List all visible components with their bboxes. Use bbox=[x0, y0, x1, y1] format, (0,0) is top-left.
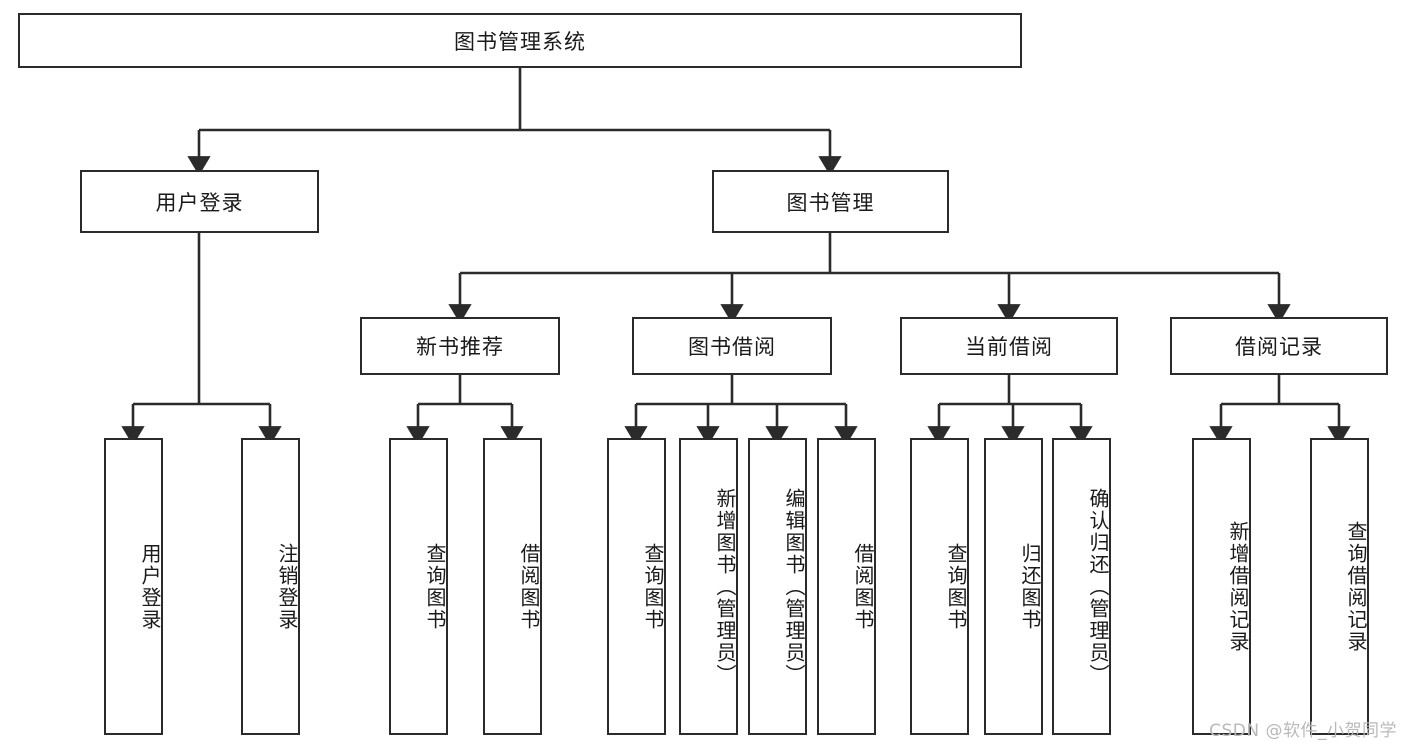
csdn-watermark: CSDN @软件_小贺同学 bbox=[1209, 721, 1397, 741]
node-leaf-borrow-book-2[interactable]: 借阅图书 bbox=[817, 438, 876, 735]
node-leaf-add-record[interactable]: 新增借阅记录 bbox=[1192, 438, 1251, 735]
node-book-borrow-label: 图书借阅 bbox=[688, 335, 776, 359]
node-current-borrow[interactable]: 当前借阅 bbox=[900, 317, 1118, 375]
node-leaf-query-book-1-label: 查询图书 bbox=[423, 542, 447, 631]
node-leaf-return-book-label: 归还图书 bbox=[1018, 542, 1042, 631]
node-leaf-query-record[interactable]: 查询借阅记录 bbox=[1310, 438, 1369, 735]
node-leaf-edit-book-label: 编辑图书（管理员） bbox=[782, 487, 806, 686]
node-user-login-label: 用户登录 bbox=[155, 190, 244, 215]
borrow-record-to-leaves-connectors bbox=[1209, 375, 1351, 446]
root-to-level1-connectors bbox=[187, 68, 842, 176]
node-current-borrow-label: 当前借阅 bbox=[965, 335, 1053, 359]
node-leaf-query-book-2-label: 查询图书 bbox=[641, 542, 665, 631]
node-leaf-user-login-label: 用户登录 bbox=[138, 542, 162, 631]
node-leaf-user-login[interactable]: 用户登录 bbox=[104, 438, 163, 735]
node-leaf-query-book-3-label: 查询图书 bbox=[944, 542, 968, 631]
node-user-login[interactable]: 用户登录 bbox=[80, 170, 319, 233]
node-book-manage-label: 图书管理 bbox=[786, 190, 875, 215]
book-borrow-to-leaves-connectors bbox=[624, 375, 858, 446]
node-root[interactable]: 图书管理系统 bbox=[18, 13, 1022, 68]
node-borrow-record[interactable]: 借阅记录 bbox=[1170, 317, 1388, 375]
node-leaf-query-book-2[interactable]: 查询图书 bbox=[607, 438, 666, 735]
node-leaf-borrow-book-1[interactable]: 借阅图书 bbox=[483, 438, 542, 735]
node-leaf-user-logout-label: 注销登录 bbox=[275, 542, 299, 631]
node-leaf-confirm-return[interactable]: 确认归还（管理员） bbox=[1052, 438, 1111, 735]
node-new-book-recommend-label: 新书推荐 bbox=[416, 335, 504, 359]
node-leaf-edit-book[interactable]: 编辑图书（管理员） bbox=[748, 438, 807, 735]
node-leaf-add-book[interactable]: 新增图书（管理员） bbox=[679, 438, 738, 735]
node-leaf-query-book-3[interactable]: 查询图书 bbox=[910, 438, 969, 735]
node-leaf-borrow-book-2-label: 借阅图书 bbox=[851, 542, 875, 631]
node-leaf-add-book-label: 新增图书（管理员） bbox=[713, 487, 737, 686]
node-leaf-return-book[interactable]: 归还图书 bbox=[984, 438, 1043, 735]
node-book-manage[interactable]: 图书管理 bbox=[712, 170, 949, 233]
node-new-book-recommend[interactable]: 新书推荐 bbox=[360, 317, 560, 375]
node-leaf-user-logout[interactable]: 注销登录 bbox=[241, 438, 300, 735]
node-leaf-query-book-1[interactable]: 查询图书 bbox=[389, 438, 448, 735]
node-leaf-confirm-return-label: 确认归还（管理员） bbox=[1086, 487, 1110, 686]
user-login-to-leaves-connectors bbox=[121, 233, 282, 446]
node-root-label: 图书管理系统 bbox=[454, 29, 586, 54]
node-leaf-borrow-book-1-label: 借阅图书 bbox=[517, 542, 541, 631]
current-borrow-to-leaves-connectors bbox=[927, 375, 1093, 446]
node-leaf-add-record-label: 新增借阅记录 bbox=[1226, 520, 1250, 653]
new-book-recommend-to-leaves-connectors bbox=[406, 375, 524, 446]
node-book-borrow[interactable]: 图书借阅 bbox=[632, 317, 832, 375]
node-leaf-query-record-label: 查询借阅记录 bbox=[1344, 520, 1368, 653]
node-borrow-record-label: 借阅记录 bbox=[1235, 335, 1323, 359]
book-manage-to-level2-connectors bbox=[448, 233, 1291, 324]
